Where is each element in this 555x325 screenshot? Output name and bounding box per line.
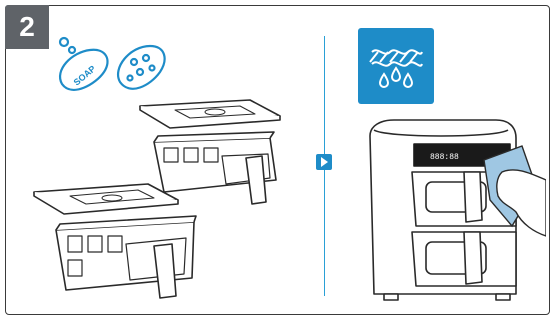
air-fryer-unit: 888:88 bbox=[346, 116, 546, 306]
step-number: 2 bbox=[19, 11, 35, 43]
soap-label: SOAP bbox=[72, 63, 98, 87]
display-readout: 888:88 bbox=[430, 153, 459, 162]
next-arrow-icon bbox=[316, 154, 332, 170]
basket-lower bbox=[26, 178, 206, 303]
instruction-frame: 2 SOAP bbox=[5, 5, 550, 315]
soap-sponge-icon: SOAP bbox=[50, 32, 170, 102]
running-water-icon bbox=[358, 28, 434, 104]
step-badge: 2 bbox=[5, 5, 49, 49]
